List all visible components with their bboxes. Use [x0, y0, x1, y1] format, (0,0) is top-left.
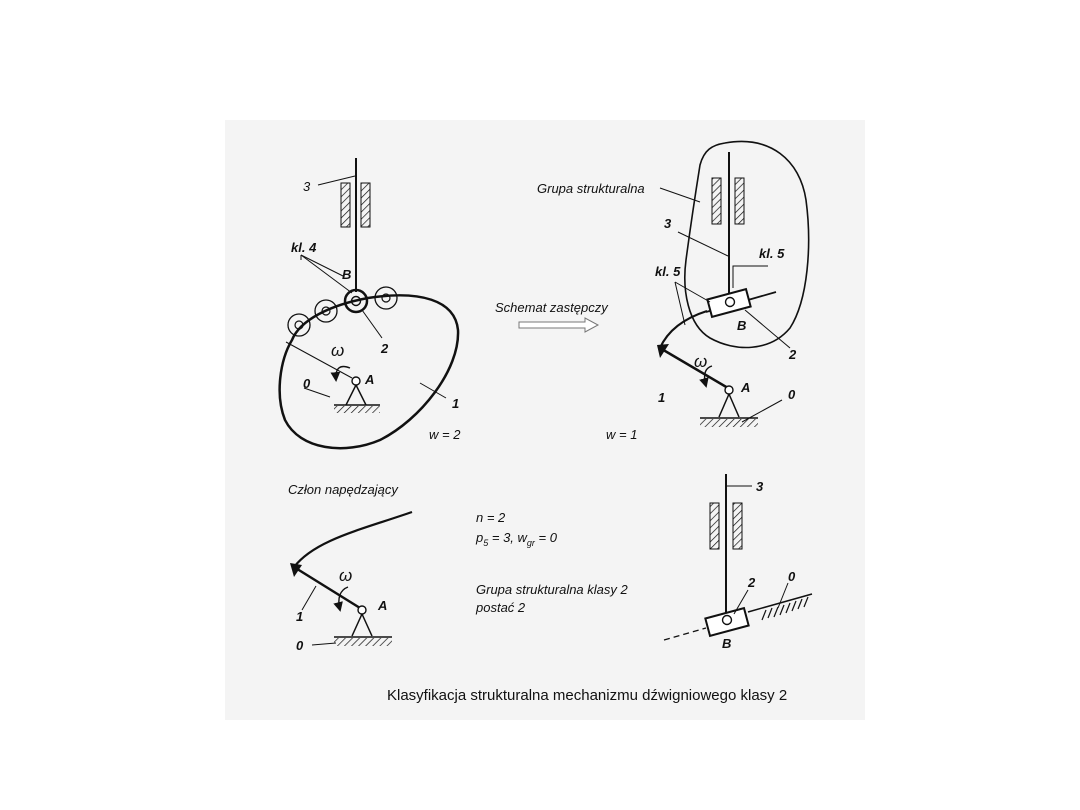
crank-straight-r	[659, 346, 729, 390]
hollow-arrow	[518, 317, 600, 333]
slider-pin-r	[724, 296, 736, 308]
pivot-A	[351, 376, 361, 386]
roller-main	[343, 288, 369, 314]
label-replacement-scheme: Schemat zastępczy	[495, 300, 609, 315]
driving-curve	[293, 510, 413, 568]
formula-p: p5 = 3, wgr = 0	[475, 530, 558, 548]
weld-bl	[290, 563, 302, 577]
formula-n: n = 2	[476, 510, 506, 525]
label-joint-class: kl. 4	[291, 240, 317, 255]
guide-bearing-left-br	[709, 502, 720, 550]
label-omega-r: ω	[694, 352, 707, 371]
rotation-arrow	[330, 365, 351, 382]
label-point-B-r: B	[737, 318, 746, 333]
structural-group-class-2: 3 2 0 B	[663, 474, 813, 651]
label-link-1: 1	[452, 396, 459, 411]
label-link-2-br: 2	[747, 575, 756, 590]
label-structural-group: Grupa strukturalna	[537, 181, 645, 196]
weld-r	[657, 344, 669, 358]
label-link-2-r: 2	[788, 347, 797, 362]
label-point-A-bl: A	[377, 598, 387, 613]
roller-ghost-1	[287, 313, 311, 337]
driving-link: Człon napędzający ω 1 A 0	[288, 482, 413, 653]
guide-bearing-right	[360, 182, 371, 228]
label-link-3-br: 3	[756, 479, 764, 494]
label-driving-link-title: Człon napędzający	[288, 482, 399, 497]
label-joint-class-upper: kl. 5	[759, 246, 785, 261]
label-point-A-r: A	[740, 380, 750, 395]
label-group-class: Grupa strukturalna klasy 2	[476, 582, 629, 597]
label-link-1-r: 1	[658, 390, 665, 405]
label-dof-r: w = 1	[606, 427, 637, 442]
rotation-arrow-bl	[333, 586, 349, 612]
guide-bearing-right-r	[734, 177, 745, 225]
guide-bearing-left-r	[711, 177, 722, 225]
formula-block: n = 2 p5 = 3, wgr = 0 Grupa strukturalna…	[475, 510, 629, 615]
label-omega-bl: ω	[339, 566, 352, 585]
driving-crank	[293, 565, 361, 610]
pivot-A-bl	[357, 605, 367, 615]
label-omega: ω	[331, 341, 344, 360]
label-group-form: postać 2	[475, 600, 526, 615]
label-link-0: 0	[303, 376, 311, 391]
figure-caption: Klasyfikacja strukturalna mechanizmu dźw…	[387, 687, 787, 704]
structural-group-outline	[684, 140, 810, 349]
label-point-A: A	[364, 372, 374, 387]
roller-ghost-3	[374, 286, 398, 310]
label-point-B: B	[342, 267, 351, 282]
label-dof: w = 2	[429, 427, 461, 442]
label-link-3: 3	[303, 179, 311, 194]
label-joint-class-left: kl. 5	[655, 264, 681, 279]
label-link-0-r: 0	[788, 387, 796, 402]
ground-hatch-r	[700, 419, 758, 427]
label-link-2: 2	[380, 341, 389, 356]
label-point-B-br: B	[722, 636, 731, 651]
cam-mechanism: 3 kl. 4 B 2 ω A 0 1 w = 2	[278, 158, 461, 450]
slider-pin-br	[721, 614, 733, 626]
guide-bearing-left	[340, 182, 351, 228]
label-link-3-r: 3	[664, 216, 672, 231]
ground-hatch	[334, 406, 380, 413]
guide-bearing-right-br	[732, 502, 743, 550]
replacement-scheme: Schemat zastępczy	[495, 300, 609, 333]
ground-hatch-bl	[334, 638, 392, 646]
label-link-1-bl: 1	[296, 609, 303, 624]
label-link-0-bl: 0	[296, 638, 304, 653]
ground-hatch-br	[761, 596, 809, 621]
dashed-guide-br	[663, 627, 707, 641]
label-link-0-br: 0	[788, 569, 796, 584]
scanned-page	[225, 120, 865, 720]
rotation-arrow-r	[699, 365, 713, 388]
pivot-A-r	[724, 385, 734, 395]
crank-curve-r	[658, 309, 708, 349]
roller-ghost-2	[314, 299, 338, 323]
replacement-mechanism: Grupa strukturalna 3 kl. 5 kl. 5 B 2 ω 1…	[537, 140, 810, 442]
